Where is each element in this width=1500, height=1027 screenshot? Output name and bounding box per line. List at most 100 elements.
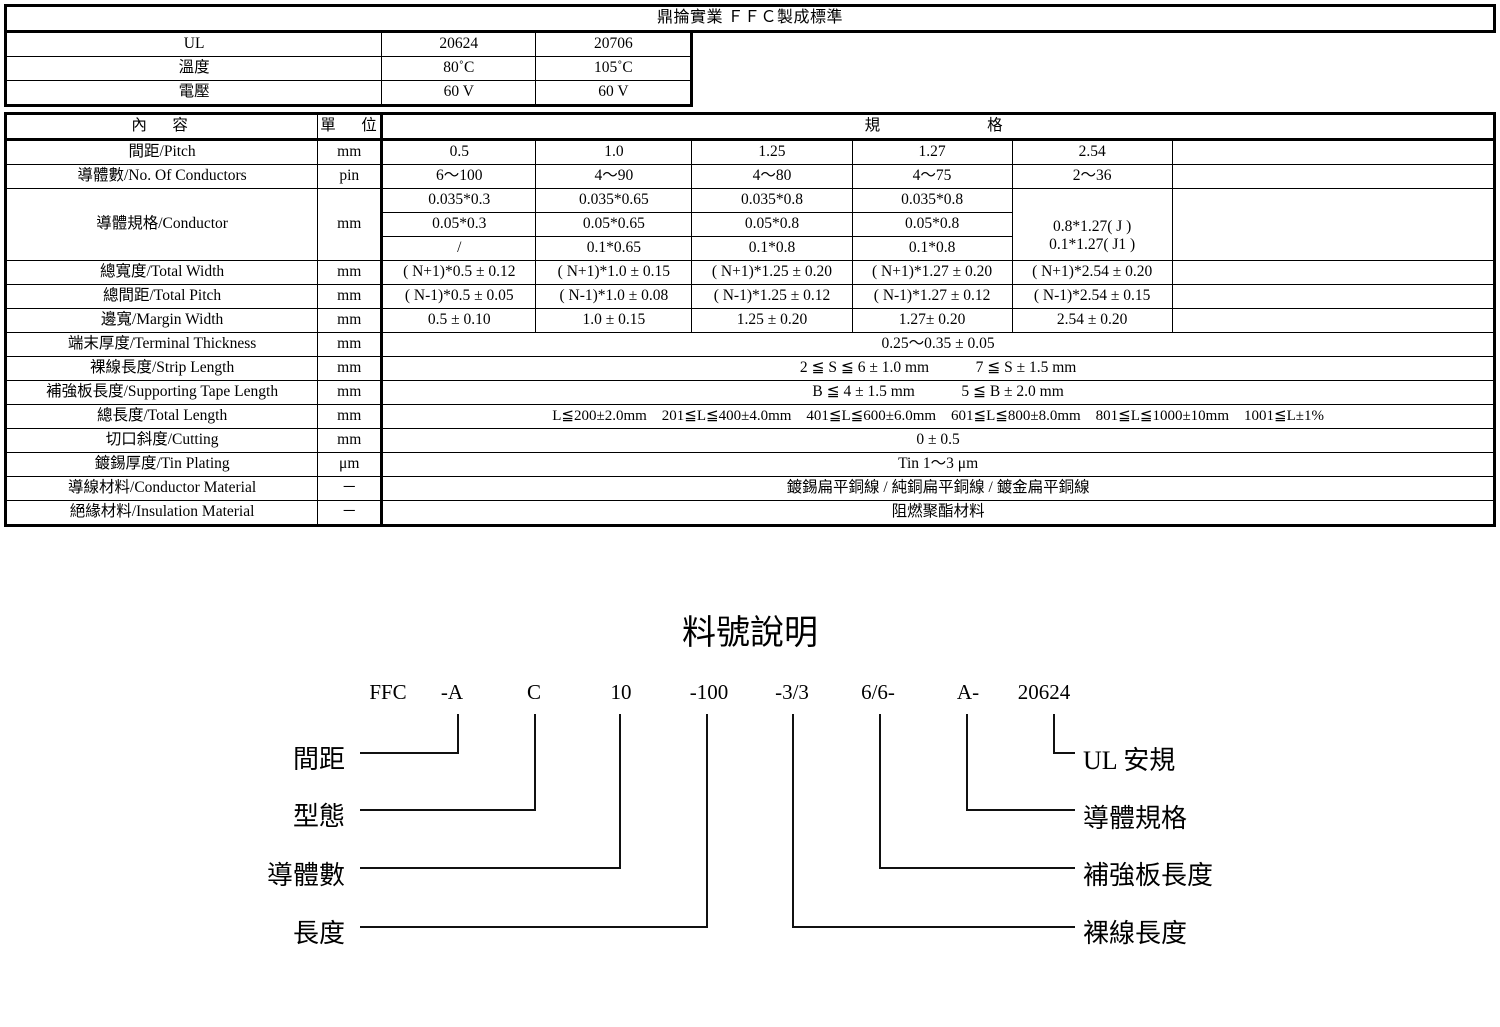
insulation-material-value: 阻燃聚酯材料 bbox=[381, 500, 1496, 527]
code-segment-conductor-spec: A- bbox=[957, 680, 979, 704]
row-supporting-tape-length: 補強板長度/Supporting Tape Length mm B ≦ 4 ± … bbox=[3, 380, 1496, 405]
insulation-material-unit: － bbox=[317, 500, 384, 527]
label-length: 長度 bbox=[293, 919, 345, 948]
code-segment-ul: 20624 bbox=[1018, 680, 1071, 704]
supporting-tape-value: B ≦ 4 ± 1.5 mm 5 ≦ B ± 2.0 mm bbox=[381, 380, 1496, 405]
conductor-spec-a1: 0.035*0.65 bbox=[535, 188, 693, 213]
pitch-v4: 2.54 bbox=[1011, 139, 1173, 165]
legend-title: 料號說明 bbox=[682, 614, 818, 652]
row-conductor-spec-1: 導體規格/Conductor mm 0.035*0.3 0.035*0.65 0… bbox=[3, 188, 1497, 261]
margin-width-v1: 1.0 ± 0.15 bbox=[535, 308, 693, 333]
conductor-spec-a0: 0.035*0.3 bbox=[381, 188, 537, 213]
conductors-unit: pin bbox=[317, 164, 384, 189]
conductor-spec-label: 導體規格/Conductor bbox=[3, 188, 319, 261]
margin-width-unit: mm bbox=[317, 308, 384, 333]
row-strip-length: 裸線長度/Strip Length mm 2 ≦ S ≦ 6 ± 1.0 mm … bbox=[3, 356, 1496, 381]
tin-plating-unit: μm bbox=[317, 452, 384, 477]
leader-line-type bbox=[360, 714, 536, 811]
conductor-spec-blank bbox=[1171, 188, 1497, 261]
document-title: 鼎掄實業 ＦＦＣ製成標準 bbox=[4, 4, 1496, 33]
row-margin-width: 邊寬/Margin Width mm 0.5 ± 0.10 1.0 ± 0.15… bbox=[3, 308, 1497, 333]
conductors-v3: 4～75 bbox=[851, 164, 1013, 189]
total-length-label: 總長度/Total Length bbox=[3, 404, 319, 429]
total-length-unit: mm bbox=[317, 404, 384, 429]
conductor-spec-c1: 0.1*0.65 bbox=[535, 236, 693, 261]
conductors-v1: 4～90 bbox=[535, 164, 693, 189]
terminal-thickness-value: 0.25～0.35 ± 0.05 bbox=[381, 332, 1496, 357]
pitch-v0: 0.5 bbox=[381, 139, 537, 165]
margin-width-v4: 2.54 ± 0.20 bbox=[1011, 308, 1173, 333]
label-ul-standard: UL 安規 bbox=[1083, 746, 1175, 775]
pitch-blank bbox=[1171, 139, 1497, 165]
label-pitch: 間距 bbox=[293, 745, 345, 774]
total-pitch-v3: ( N-1)*1.27 ± 0.12 bbox=[851, 284, 1013, 309]
ul-row-blank bbox=[692, 32, 1495, 57]
pitch-v1: 1.0 bbox=[535, 139, 693, 165]
ul-20706: 20706 bbox=[535, 31, 694, 57]
total-width-unit: mm bbox=[317, 260, 384, 285]
conductors-v0: 6～100 bbox=[381, 164, 537, 189]
temperature-row: 溫度 80˚C 105˚C bbox=[3, 56, 1495, 81]
conductor-material-unit: － bbox=[317, 476, 384, 501]
row-total-length: 總長度/Total Length mm L≦200±2.0mm 201≦L≦40… bbox=[3, 404, 1496, 429]
conductor-spec-b3: 0.05*0.8 bbox=[851, 212, 1013, 237]
part-number-legend: 料號說明 FFC -A C 10 -100 -3/3 6/6- A- 20624… bbox=[0, 560, 1500, 1027]
voltage-row-blank bbox=[692, 81, 1495, 106]
row-cutting: 切口斜度/Cutting mm 0 ± 0.5 bbox=[3, 428, 1496, 453]
row-conductor-spec-2: 0.05*0.3 0.05*0.65 0.05*0.8 0.05*0.8 bbox=[6, 212, 1495, 237]
total-width-v4: ( N+1)*2.54 ± 0.20 bbox=[1011, 260, 1173, 285]
row-total-pitch: 總間距/Total Pitch mm ( N-1)*0.5 ± 0.05 ( N… bbox=[3, 284, 1497, 309]
conductors-blank bbox=[1171, 164, 1497, 189]
margin-width-v0: 0.5 ± 0.10 bbox=[381, 308, 537, 333]
header-spec: 規 格 bbox=[381, 112, 1496, 141]
conductor-spec-unit: mm bbox=[317, 188, 384, 261]
ul-row: UL 20624 20706 bbox=[3, 31, 1495, 57]
temperature-row-blank bbox=[692, 57, 1495, 81]
total-pitch-unit: mm bbox=[317, 284, 384, 309]
pitch-label: 間距/Pitch bbox=[3, 139, 319, 165]
ffc-spec-sheet: 鼎掄實業 ＦＦＣ製成標準 UL 20624 20706 溫度 80˚C 105˚… bbox=[3, 4, 1497, 527]
pitch-v3: 1.27 bbox=[851, 139, 1013, 165]
terminal-thickness-label: 端末厚度/Terminal Thickness bbox=[3, 332, 319, 357]
leader-line-strip-length bbox=[792, 714, 1075, 928]
strip-length-label: 裸線長度/Strip Length bbox=[3, 356, 319, 381]
part-number-legend-svg: 料號說明 FFC -A C 10 -100 -3/3 6/6- A- 20624… bbox=[267, 614, 1213, 948]
conductors-v4: 2～36 bbox=[1011, 164, 1173, 189]
tin-plating-value: Tin 1～3 μm bbox=[381, 452, 1496, 477]
cutting-unit: mm bbox=[317, 428, 384, 453]
header-content: 內 容 bbox=[3, 112, 319, 141]
terminal-thickness-unit: mm bbox=[317, 332, 384, 357]
total-width-v1: ( N+1)*1.0 ± 0.15 bbox=[535, 260, 693, 285]
conductor-spec-b0: 0.05*0.3 bbox=[381, 212, 537, 237]
title-row: 鼎掄實業 ＦＦＣ製成標準 bbox=[4, 4, 1496, 33]
spec-header-row: 內 容 單 位 規 格 bbox=[3, 112, 1496, 141]
conductor-spec-a2: 0.035*0.8 bbox=[691, 188, 853, 213]
label-strip-length: 裸線長度 bbox=[1083, 919, 1187, 948]
voltage-label: 電壓 bbox=[3, 80, 383, 107]
tin-plating-label: 鍍錫厚度/Tin Plating bbox=[3, 452, 319, 477]
code-segment-ffc: FFC bbox=[369, 680, 406, 704]
code-segment-tape: 6/6- bbox=[861, 680, 895, 704]
label-conductor-spec: 導體規格 bbox=[1083, 804, 1187, 833]
row-conductors: 導體數/No. Of Conductors pin 6～100 4～90 4～8… bbox=[3, 164, 1497, 189]
temperature-20706: 105˚C bbox=[535, 56, 694, 81]
leader-line-length bbox=[360, 714, 708, 928]
conductor-spec-c0: / bbox=[381, 236, 537, 261]
strip-length-unit: mm bbox=[317, 356, 384, 381]
pitch-v2: 1.25 bbox=[691, 139, 853, 165]
conductor-spec-c3: 0.1*0.8 bbox=[851, 236, 1013, 261]
margin-width-blank bbox=[1171, 308, 1497, 333]
conductors-label: 導體數/No. Of Conductors bbox=[3, 164, 319, 189]
pitch-unit: mm bbox=[317, 139, 384, 165]
voltage-row: 電壓 60 V 60 V bbox=[3, 80, 1495, 107]
total-width-v0: ( N+1)*0.5 ± 0.12 bbox=[381, 260, 537, 285]
leader-line-ul bbox=[1053, 714, 1075, 754]
leader-line-pitch bbox=[360, 714, 459, 754]
code-segment-pitch: -A bbox=[441, 680, 464, 704]
supporting-tape-unit: mm bbox=[317, 380, 384, 405]
conductors-v2: 4～80 bbox=[691, 164, 853, 189]
spec-table: 鼎掄實業 ＦＦＣ製成標準 UL 20624 20706 溫度 80˚C 105˚… bbox=[3, 4, 1497, 527]
leader-line-conductor-spec bbox=[966, 714, 1075, 811]
insulation-material-label: 絕緣材料/Insulation Material bbox=[3, 500, 319, 527]
total-length-value: L≦200±2.0mm 201≦L≦400±4.0mm 401≦L≦600±6.… bbox=[381, 404, 1496, 429]
